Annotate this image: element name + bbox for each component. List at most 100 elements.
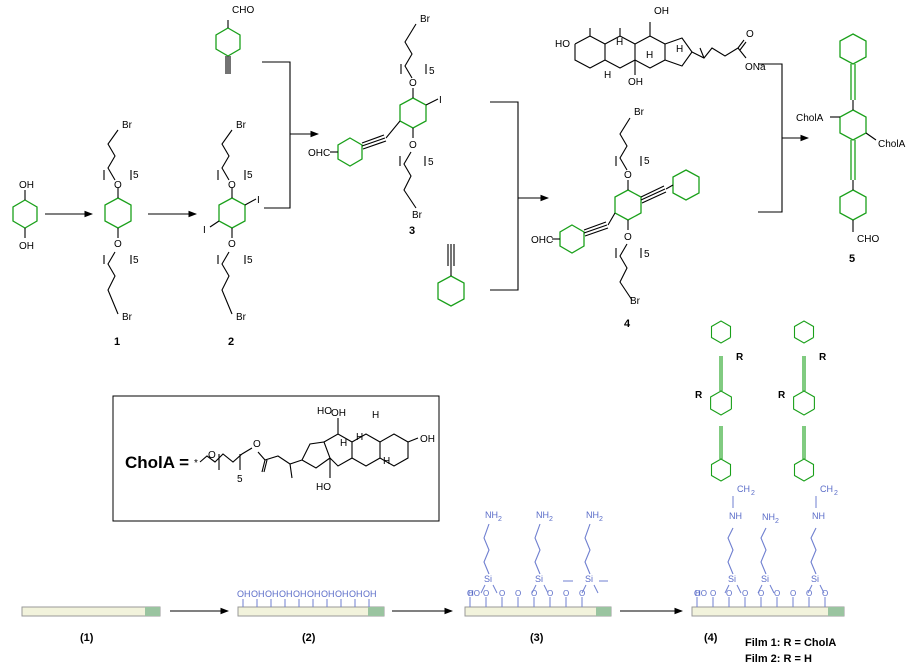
film-2-label: Film 2: R = H [745,653,812,665]
br-label: Br [236,312,247,323]
o-label: O [746,29,754,40]
stage-3-label: (3) [530,632,544,644]
si-o-bond [807,584,813,594]
phenyl-ring [793,320,815,344]
o-label: O [710,589,716,598]
ch2-label: CH [737,484,750,494]
o-label: O [499,589,505,598]
compound-4-number: 4 [624,318,631,330]
phenylacetylene [437,244,465,307]
h-label: H [676,44,683,55]
aminopropyl-tether [534,523,541,575]
subscript-label: 2 [498,516,502,523]
compound-3-number: 3 [409,225,415,237]
compound-5: CholA CholA CHO 5 [796,33,906,265]
phenyl-ring [793,458,815,482]
oh-label: OH [307,589,321,599]
o-label: O [758,589,764,598]
o-label: O [515,589,521,598]
stage-1-label: (1) [80,632,94,644]
si-o-bond [769,584,775,594]
five-label: 5 [428,157,434,168]
si-o-bond [736,584,742,594]
compound-4: OHC O 5 Br O 5 Br 4 [531,107,700,330]
o-label: O [114,180,122,191]
oh-label: OH [363,589,377,599]
bracket-3 [758,63,783,213]
o-label: O [208,450,216,461]
chola-definition-box: CholA = * O 5 O OH HO OH HO H H H H [112,395,440,522]
r-label: R [736,352,744,363]
o-label: O [228,239,236,250]
o-label: O [822,589,828,598]
ho-label: HO [317,406,332,417]
r-label: R [778,390,786,401]
si-o-bond [531,584,537,594]
o-label: O [409,140,417,151]
br-label: Br [420,14,431,25]
iodo-label: I [203,225,206,236]
o-label: O [531,589,537,598]
o-label: O [774,589,780,598]
chola-label: CholA [878,139,906,150]
bracket-2 [490,101,519,291]
oh-label: OH [628,77,643,88]
si-o-bond [724,584,730,594]
r-label: R [695,390,703,401]
oh-label: OH [349,589,363,599]
br-label: Br [634,107,645,118]
si-label: Si [535,574,543,584]
si-o-bond [593,584,599,594]
ho-label: HO [695,589,707,598]
chola-def-label: CholA = [125,453,189,472]
five-label: 5 [644,249,650,260]
cho-label: CHO [857,234,879,245]
o-label: O [228,180,236,191]
five-label: 5 [644,156,650,167]
br-label: Br [412,210,423,221]
compound-3: OHC I O 5 Br O 5 Br 3 [308,14,442,237]
o-label: O [409,78,417,89]
five-label: 5 [429,66,435,77]
oh-label: OH [321,589,335,599]
attachment-star: * [194,458,198,469]
aminopropyl-tether [727,527,734,575]
aminopropyl-tether [584,523,591,575]
ho-label: HO [555,39,570,50]
nh2-label: NH [762,512,775,522]
si-o-bond [480,584,486,594]
oh-label: OH [335,589,349,599]
compound-2: I I O 5 Br O 5 Br 2 [203,120,260,348]
stage-2-label: (2) [302,632,316,644]
oh-text: OH [331,408,346,419]
nh2-label: NH [586,510,599,520]
r-label: R [819,352,827,363]
nh-label: NH [812,511,825,521]
o-label: O [726,589,732,598]
h-label: H [356,432,363,443]
oh-label: OH [420,434,435,445]
stage-4-label: (4) [704,632,718,644]
h-label: H [616,37,623,48]
ona-label: ONa [745,62,766,73]
ohc-label: OHC [308,148,330,159]
subscript-label: 2 [834,490,838,497]
ethynylbenzaldehyde: CHO [215,5,254,74]
oh-label: OH [654,6,669,17]
five-label: 5 [237,474,243,485]
chola-label: CholA [796,113,824,124]
o-label: O [483,589,489,598]
cho-label: CHO [232,5,254,16]
si-label: Si [484,574,492,584]
nh2-label: NH [536,510,549,520]
compound-2-number: 2 [228,336,234,348]
phenyl-ring [710,458,732,482]
oh-label: OH [279,589,293,599]
oh-label: OH [237,589,251,599]
iodo-label: I [257,195,260,206]
oh-label: OH [265,589,279,599]
oh-label: OH [19,180,34,191]
oh-label: OH [19,241,34,252]
o-label: O [547,589,553,598]
